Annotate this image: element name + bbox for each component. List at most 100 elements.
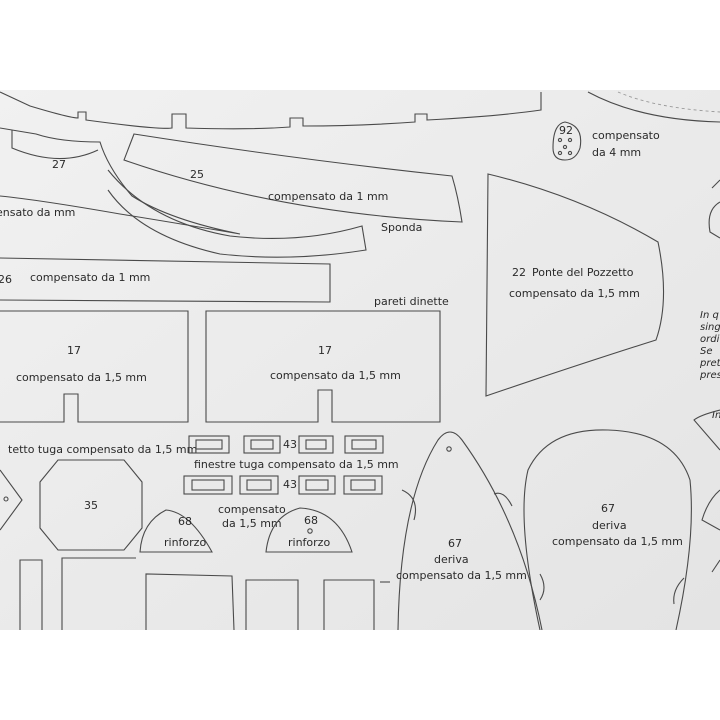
piece-22-label: compensato da 1,5 mm [509, 287, 640, 300]
piece-92-hole [562, 144, 568, 150]
window-frame [183, 475, 233, 495]
bottom-strip-piece [61, 557, 136, 630]
piece-26-outline [0, 257, 331, 303]
side-note-line: In q [700, 310, 719, 321]
side-note-2: In [712, 410, 720, 421]
right-edge-piece [711, 179, 720, 189]
side-note-line: pres [699, 370, 720, 381]
side-note-line: ordi [700, 334, 720, 345]
side-note-line: sing [700, 322, 720, 333]
piece-43b-number: 43 [283, 478, 297, 491]
piece-92-hole [557, 150, 563, 156]
piece-92-hole [567, 150, 573, 156]
piece-67b-name: deriva [592, 519, 627, 532]
side-note-line: pret [699, 358, 720, 369]
left-edge-piece [0, 469, 23, 531]
piece-67a-hole [446, 446, 452, 452]
bottom-strip-piece [323, 579, 375, 630]
top-right-curve-piece [587, 91, 720, 123]
piece-67a-notch [401, 489, 417, 521]
piece-17b-number: 17 [318, 344, 332, 357]
compensato-label-2: da 1,5 mm [222, 517, 282, 530]
pareti-dinette-label: pareti dinette [374, 295, 449, 308]
window-frame [239, 475, 279, 495]
piece-22-name: Ponte del Pozzetto [532, 266, 634, 279]
piece-67b-label: compensato da 1,5 mm [552, 535, 683, 548]
top-right-dashed-line [617, 91, 720, 113]
piece-67a-notch [493, 492, 513, 507]
piece-67a-number: 67 [448, 537, 462, 550]
left-edge-hole [3, 496, 9, 502]
right-edge-piece [708, 201, 720, 239]
piece-68a-label: rinforzo [164, 536, 206, 549]
piece-67a-label: compensato da 1,5 mm [396, 569, 527, 582]
piece-68b-hole [307, 528, 313, 534]
piece-35-number: 35 [84, 499, 98, 512]
piece-92-label-1: compensato [592, 129, 660, 142]
piece-22-outline [485, 173, 665, 397]
piece-25-label: compensato da 1 mm [268, 190, 388, 203]
piece-92-label-2: da 4 mm [592, 146, 641, 159]
right-edge-piece [693, 409, 720, 451]
piece-67a-name: deriva [434, 553, 469, 566]
piece-92-number: 92 [559, 124, 573, 137]
window-frame-inner [350, 479, 376, 491]
piece-92-hole [567, 137, 573, 143]
piece-17a-outline [0, 310, 189, 423]
piece-25-outline [123, 133, 463, 223]
top-strip-piece [0, 91, 542, 130]
piece-22-number: 22 [512, 266, 526, 279]
piece-17a-label: compensato da 1,5 mm [16, 371, 147, 384]
compensato-label-1: compensato [218, 503, 286, 516]
tetto-tuga-label: tetto tuga compensato da 1,5 mm [8, 443, 197, 456]
piece-67a-outline [397, 431, 543, 631]
window-frame-inner [191, 479, 225, 491]
piece-92-hole [557, 137, 563, 143]
piece-68a-number: 68 [178, 515, 192, 528]
window-frame-inner [305, 439, 327, 450]
piece-43a-number: 43 [283, 438, 297, 451]
piece-92-outline [552, 121, 582, 161]
window-frame [188, 435, 230, 454]
window-frame-inner [250, 439, 274, 450]
window-frame [343, 475, 383, 495]
window-frame [298, 435, 334, 454]
finestre-tuga-label: finestre tuga compensato da 1,5 mm [194, 458, 399, 471]
piece-27-inner-line [11, 130, 99, 160]
piece-67b-notch [539, 573, 545, 601]
piece-17b-outline [205, 310, 441, 423]
right-edge-piece [701, 489, 720, 531]
piece-68b-number: 68 [304, 514, 318, 527]
window-frame [243, 435, 281, 454]
bottom-strip-piece [19, 559, 43, 630]
window-frame [344, 435, 384, 454]
piece-17a-number: 17 [67, 344, 81, 357]
piece-25-number: 25 [190, 168, 204, 181]
bottom-strip-piece [145, 573, 235, 631]
window-frame-inner [246, 479, 272, 491]
right-edge-piece [711, 559, 720, 573]
window-frame [298, 475, 336, 495]
bottom-margin [0, 630, 720, 720]
piece-68a-outline [139, 509, 213, 553]
piece-27-number: 27 [52, 158, 66, 171]
paper-background [0, 90, 720, 630]
sponda-label: Sponda [381, 221, 422, 234]
sponda-outline [107, 169, 367, 258]
piece-26-label: compensato da 1 mm [30, 271, 150, 284]
piece-17b-label: compensato da 1,5 mm [270, 369, 401, 382]
side-note-line: Se [700, 346, 713, 357]
piece-68b-label: rinforzo [288, 536, 330, 549]
window-frame-inner [305, 479, 329, 491]
piece-26-number: 26 [0, 273, 12, 286]
piece-67b-outline [523, 429, 692, 631]
piece-27-label: ensato da mm [0, 206, 75, 219]
piece-27-outline [0, 127, 241, 235]
window-frame-inner [195, 439, 223, 450]
piece-35-outline [39, 459, 143, 551]
piece-67b-number: 67 [601, 502, 615, 515]
piece-67b-notch [673, 577, 685, 605]
bottom-strip-piece [245, 579, 299, 630]
piece-68b-outline [265, 507, 353, 553]
